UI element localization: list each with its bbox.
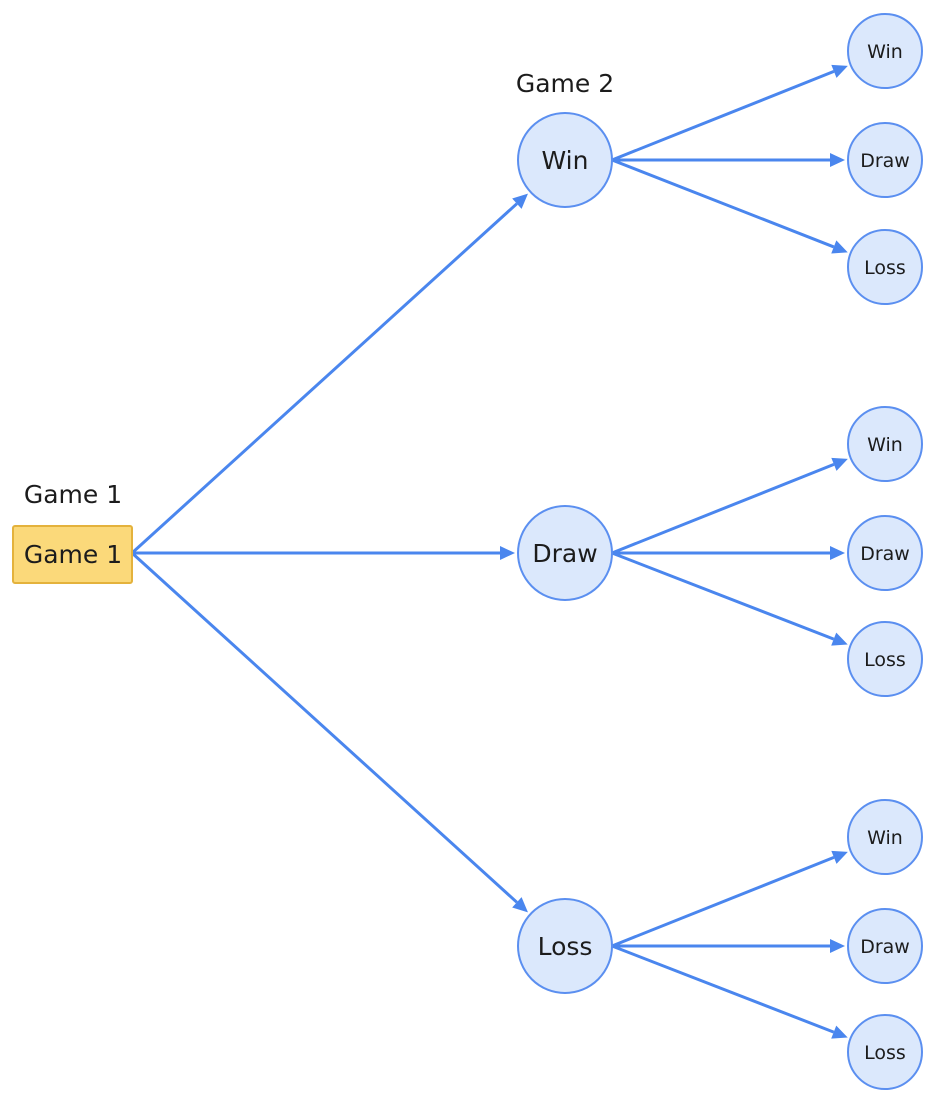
node-circle [517,505,613,601]
node-circle [847,621,923,697]
node-circle [847,122,923,198]
node-circle [847,229,923,305]
node-circle [847,1014,923,1090]
leaf-node-draw-draw[interactable]: Draw [847,515,923,591]
leaf-node-loss-win[interactable]: Win [847,799,923,875]
arrow-head [831,457,848,471]
arrow-head [830,939,845,953]
node-circle [517,112,613,208]
edge-win-to-loss [611,158,848,254]
edge-draw-to-win [611,457,848,555]
node-label: Loss [864,649,906,671]
edge-line [130,551,518,904]
node-circle [847,515,923,591]
node-label: Draw [860,543,910,565]
arrow-head [500,546,515,560]
edge-win-to-win [611,64,848,162]
node-label: Win [867,827,903,849]
arrow-head [830,153,845,167]
game2-node-win[interactable]: Win [517,112,613,208]
root-node[interactable]: Game 1 [12,525,133,584]
edge-root-to-win [130,193,528,555]
edge-draw-to-draw [612,546,845,560]
leaf-node-draw-loss[interactable]: Loss [847,621,923,697]
edge-line [611,463,835,555]
arrow-head [512,897,528,913]
node-label: Win [867,41,903,63]
node-label: Loss [864,1042,906,1064]
root-label: Game 1 [24,540,122,569]
edge-root-to-loss [130,551,528,913]
node-label: Loss [538,932,593,961]
game2-node-draw[interactable]: Draw [517,505,613,601]
node-label: Draw [532,539,597,568]
node-label: Win [542,146,589,175]
game2-header: Game 2 [516,69,614,98]
leaf-node-win-loss[interactable]: Loss [847,229,923,305]
leaf-node-loss-loss[interactable]: Loss [847,1014,923,1090]
arrow-head [831,240,848,254]
leaf-node-loss-draw[interactable]: Draw [847,908,923,984]
edge-line [611,944,835,1034]
node-label: Loss [864,257,906,279]
node-label: Win [867,434,903,456]
node-circle [847,406,923,482]
arrow-head [831,850,848,864]
node-label: Draw [860,936,910,958]
node-circle [847,799,923,875]
node-circle [847,13,923,89]
node-circle [517,898,613,994]
game1-header: Game 1 [24,480,122,509]
edge-line [611,70,835,162]
edge-root-to-draw [132,546,515,560]
leaf-node-win-draw[interactable]: Draw [847,122,923,198]
node-circle [847,908,923,984]
edge-line [130,202,518,555]
arrow-head [831,1025,848,1039]
leaf-node-win-win[interactable]: Win [847,13,923,89]
edge-loss-to-win [611,850,848,948]
node-label: Draw [860,150,910,172]
arrow-head [831,64,848,78]
edge-loss-to-loss [611,944,848,1039]
edge-draw-to-loss [611,551,848,646]
edges-layer [130,64,848,1039]
game2-node-loss[interactable]: Loss [517,898,613,994]
root-box [12,525,133,584]
edge-line [611,158,835,249]
arrow-head [512,193,528,209]
edge-line [611,551,835,641]
edge-loss-to-draw [612,939,845,953]
edge-line [611,856,835,948]
arrow-head [831,632,848,646]
edge-win-to-draw [612,153,845,167]
arrow-head [830,546,845,560]
leaf-node-draw-win[interactable]: Win [847,406,923,482]
